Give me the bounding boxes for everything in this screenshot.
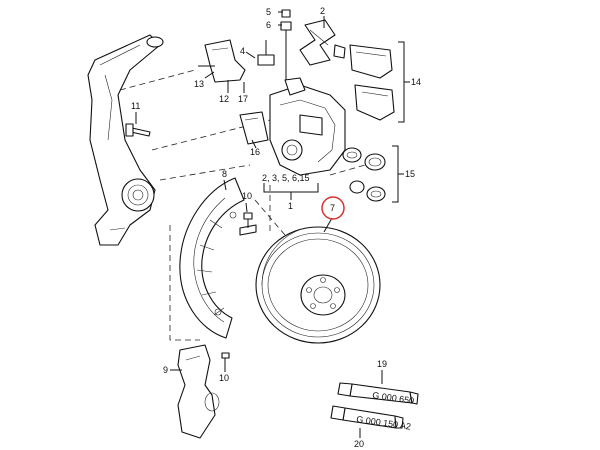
callout-17: 17 [238,94,248,104]
callout-14: 14 [411,77,421,87]
callout-labels: 5 6 2 4 13 12 17 11 14 15 16 8 2, 3, 5, … [131,6,421,449]
callout-10-lower: 10 [219,373,229,383]
bolt-10-lower [221,352,230,366]
highlight-ring [321,196,345,220]
callout-10-upper: 10 [242,191,252,201]
callout-9: 9 [163,365,168,375]
callout-6: 6 [266,20,271,30]
callout-12: 12 [219,94,229,104]
callout-11: 11 [131,101,140,111]
callout-8: 8 [222,169,227,179]
callout-7: 7 [330,203,335,213]
bleeder-valve [280,9,292,80]
callout-16: 16 [250,147,260,157]
grease-tube-19: G 000 650 [337,382,419,406]
callout-15: 15 [405,169,415,179]
bolt-11 [125,123,151,137]
callout-5: 5 [266,7,271,17]
leader-lines [135,11,410,438]
callout-1: 1 [288,201,293,211]
brake-caliper [269,77,346,176]
callout-4: 4 [240,46,245,56]
seal-kit [342,147,386,202]
callout-group: 2, 3, 5, 6,15 [262,173,310,183]
splash-shield [179,177,257,339]
callout-19: 19 [377,359,387,369]
callout-13: 13 [194,79,204,89]
steering-knuckle [87,34,164,246]
callout-20: 20 [354,439,364,449]
pad-bracket [198,39,275,83]
callout-2: 2 [320,6,325,16]
retaining-spring [299,19,336,66]
brake-pads [333,44,395,121]
bolt-10-upper [243,212,253,228]
brake-disc [255,226,381,344]
cover-plate [177,344,220,439]
grease-tube-20: G 000 150 A2 [330,405,412,432]
hose-bracket [239,111,269,145]
